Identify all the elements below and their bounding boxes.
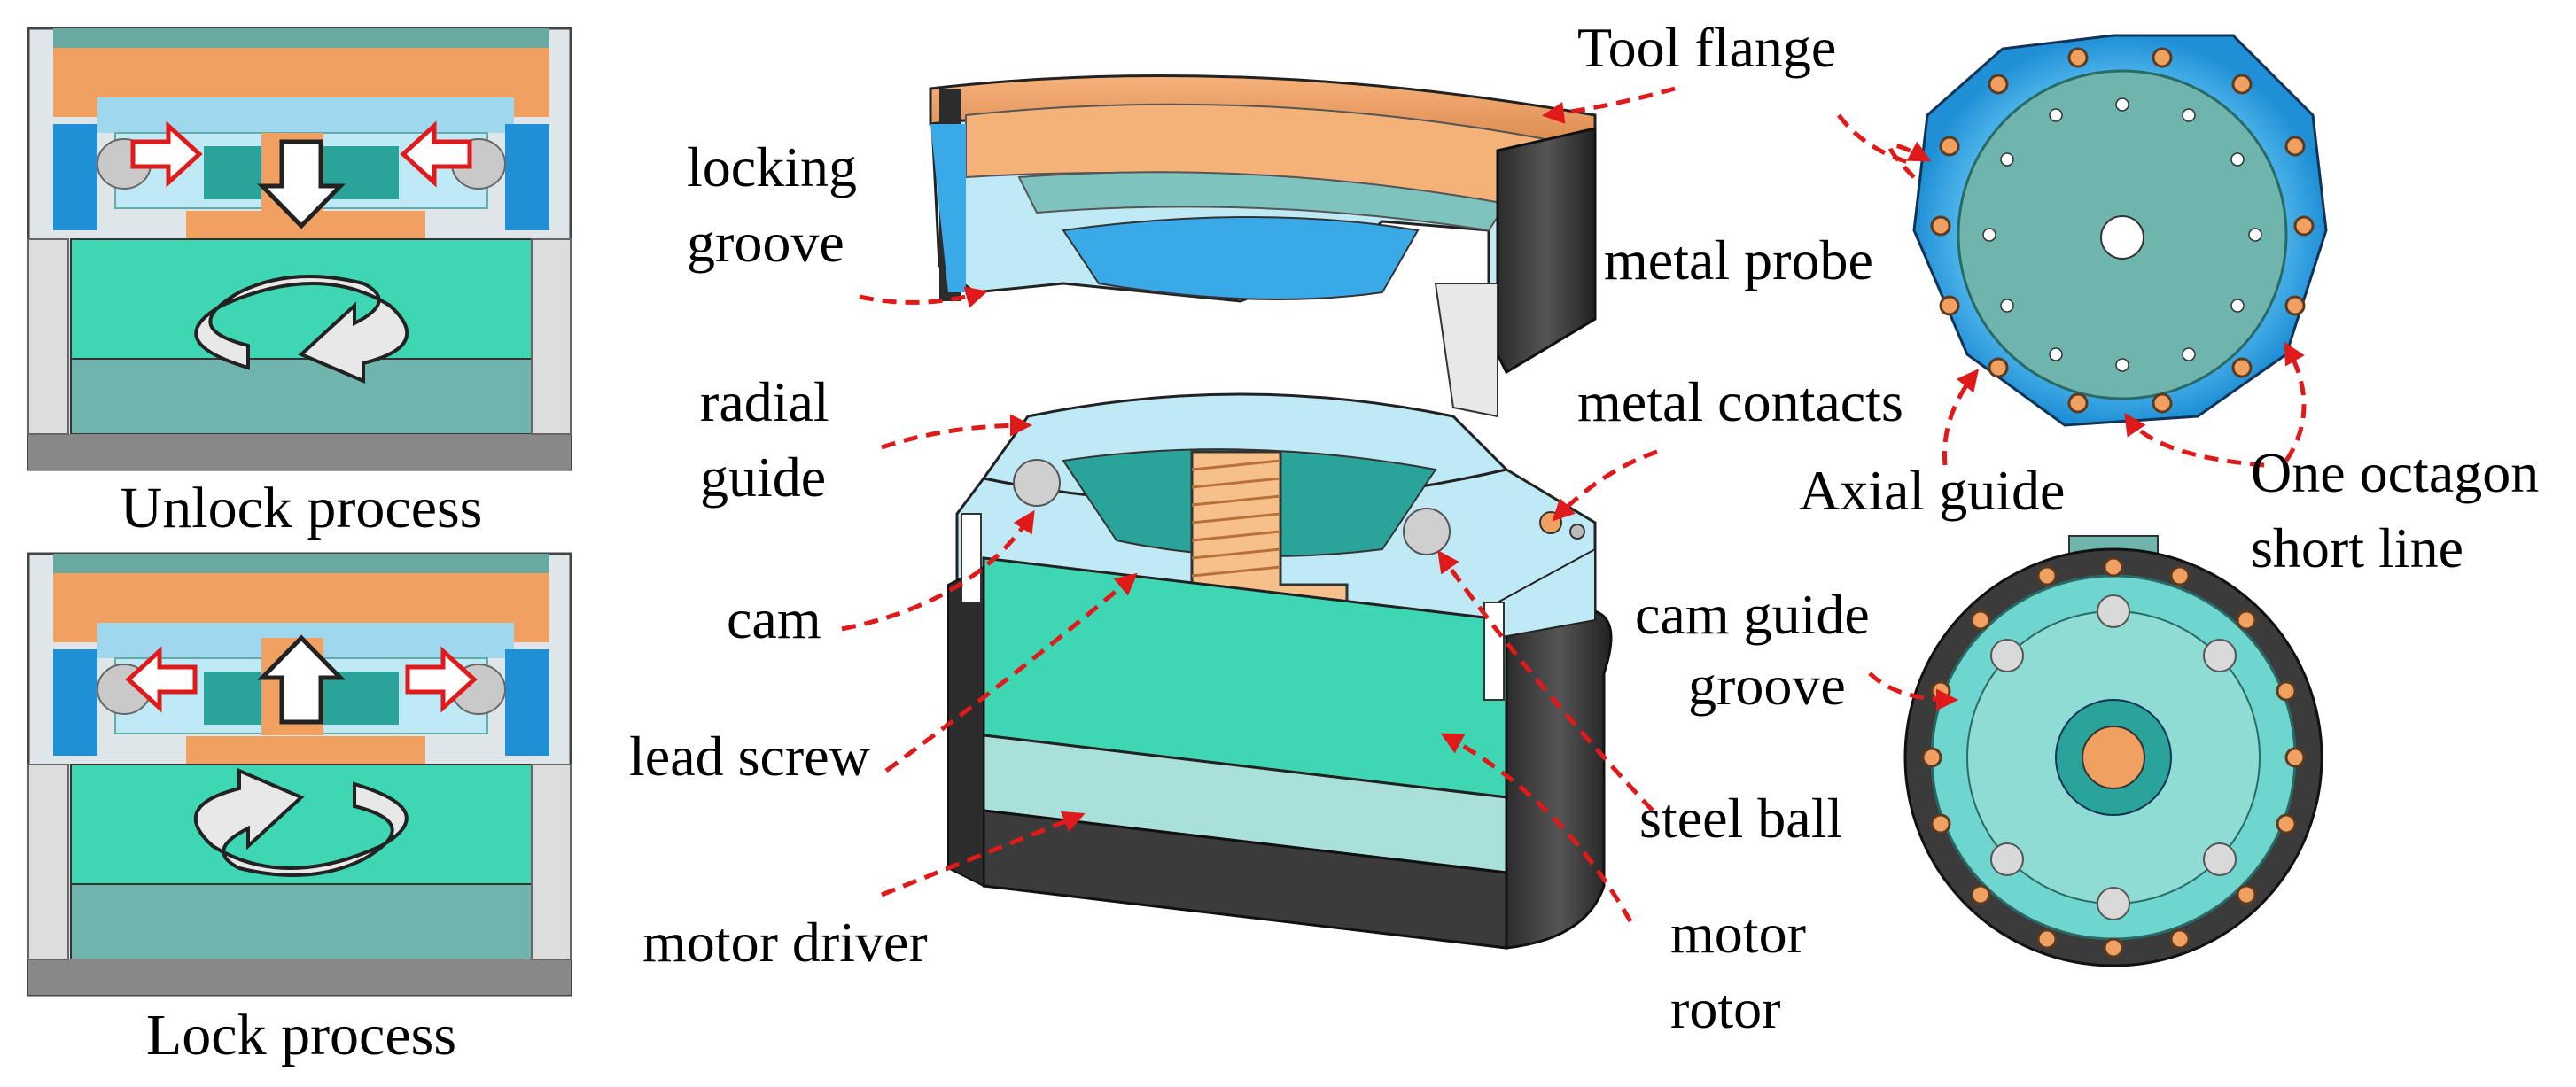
label-locking-groove-2: groove [687, 211, 844, 274]
steel-ball-right [1403, 508, 1451, 555]
exploded-master-unit [947, 392, 1613, 950]
leader-motor-driver [881, 811, 1086, 897]
unlock-caption: Unlock process [121, 476, 483, 540]
steel-ball-left [1013, 459, 1061, 507]
label-one-octagon-2: short line [2251, 516, 2463, 579]
lock-motor [70, 764, 533, 885]
label-steel-ball: steel ball [1639, 787, 1842, 850]
unlock-arrow-left-icon [400, 120, 472, 188]
tool-flange-face-view [1912, 34, 2328, 427]
label-cam-guide-groove-2: groove [1688, 654, 1846, 717]
lock-rotate-icon [193, 767, 409, 877]
label-metal-probe: metal probe [1604, 229, 1873, 291]
lock-caption: Lock process [146, 1003, 456, 1068]
label-lead-screw: lead screw [629, 725, 870, 788]
annotation-leaders [841, 86, 2307, 923]
lock-arrow-right-icon [405, 646, 478, 713]
label-cam-guide-groove-1: cam guide [1635, 583, 1870, 646]
lock-arrow-left-icon [125, 646, 198, 713]
plate-holes [1982, 97, 2262, 372]
unlock-arrow-down-icon [257, 139, 346, 229]
label-radial-guide-1: radial [700, 370, 829, 433]
metal-probes [1930, 47, 2315, 414]
unlock-panel: Unlock process [27, 27, 572, 540]
label-motor-driver: motor driver [642, 911, 928, 974]
master-face-view [1903, 535, 2323, 967]
label-radial-guide-2: guide [700, 446, 826, 509]
label-metal-contacts: metal contacts [1577, 370, 1903, 433]
unlock-rotate-icon [194, 275, 409, 384]
leader-tool-flange [1542, 86, 1676, 124]
leader-radial-guide [881, 414, 1032, 450]
leader-metal-contacts [1552, 449, 1658, 522]
exploded-tool-flange [929, 74, 1597, 418]
label-tool-flange: Tool flange [1577, 16, 1836, 79]
leader-motor-rotor [1440, 733, 1633, 923]
leader-cam-guide-groove [1868, 672, 1958, 711]
leader-one-octagon [2124, 412, 2265, 468]
lock-arrow-up-icon [257, 634, 346, 725]
labels: Tool flange locking groove metal probe r… [629, 16, 2539, 1040]
leader-cam [841, 509, 1035, 632]
label-locking-groove-1: locking [687, 136, 857, 198]
leader-locking-groove [859, 286, 988, 308]
unlock-arrow-right-icon [130, 120, 203, 188]
lock-screw-plate [186, 736, 425, 767]
leader-axial-guide [1942, 369, 1980, 466]
label-motor-rotor-1: motor [1670, 902, 1806, 965]
lock-panel: Lock process [27, 552, 572, 1068]
label-one-octagon-1: One octagon [2251, 441, 2539, 504]
label-cam: cam [727, 587, 821, 650]
master-guide-balls [1990, 594, 2237, 920]
label-axial-guide: Axial guide [1799, 459, 2065, 522]
label-motor-rotor-2: rotor [1670, 977, 1780, 1040]
leader-steel-ball [1437, 549, 1654, 812]
unlock-motor [70, 238, 533, 360]
